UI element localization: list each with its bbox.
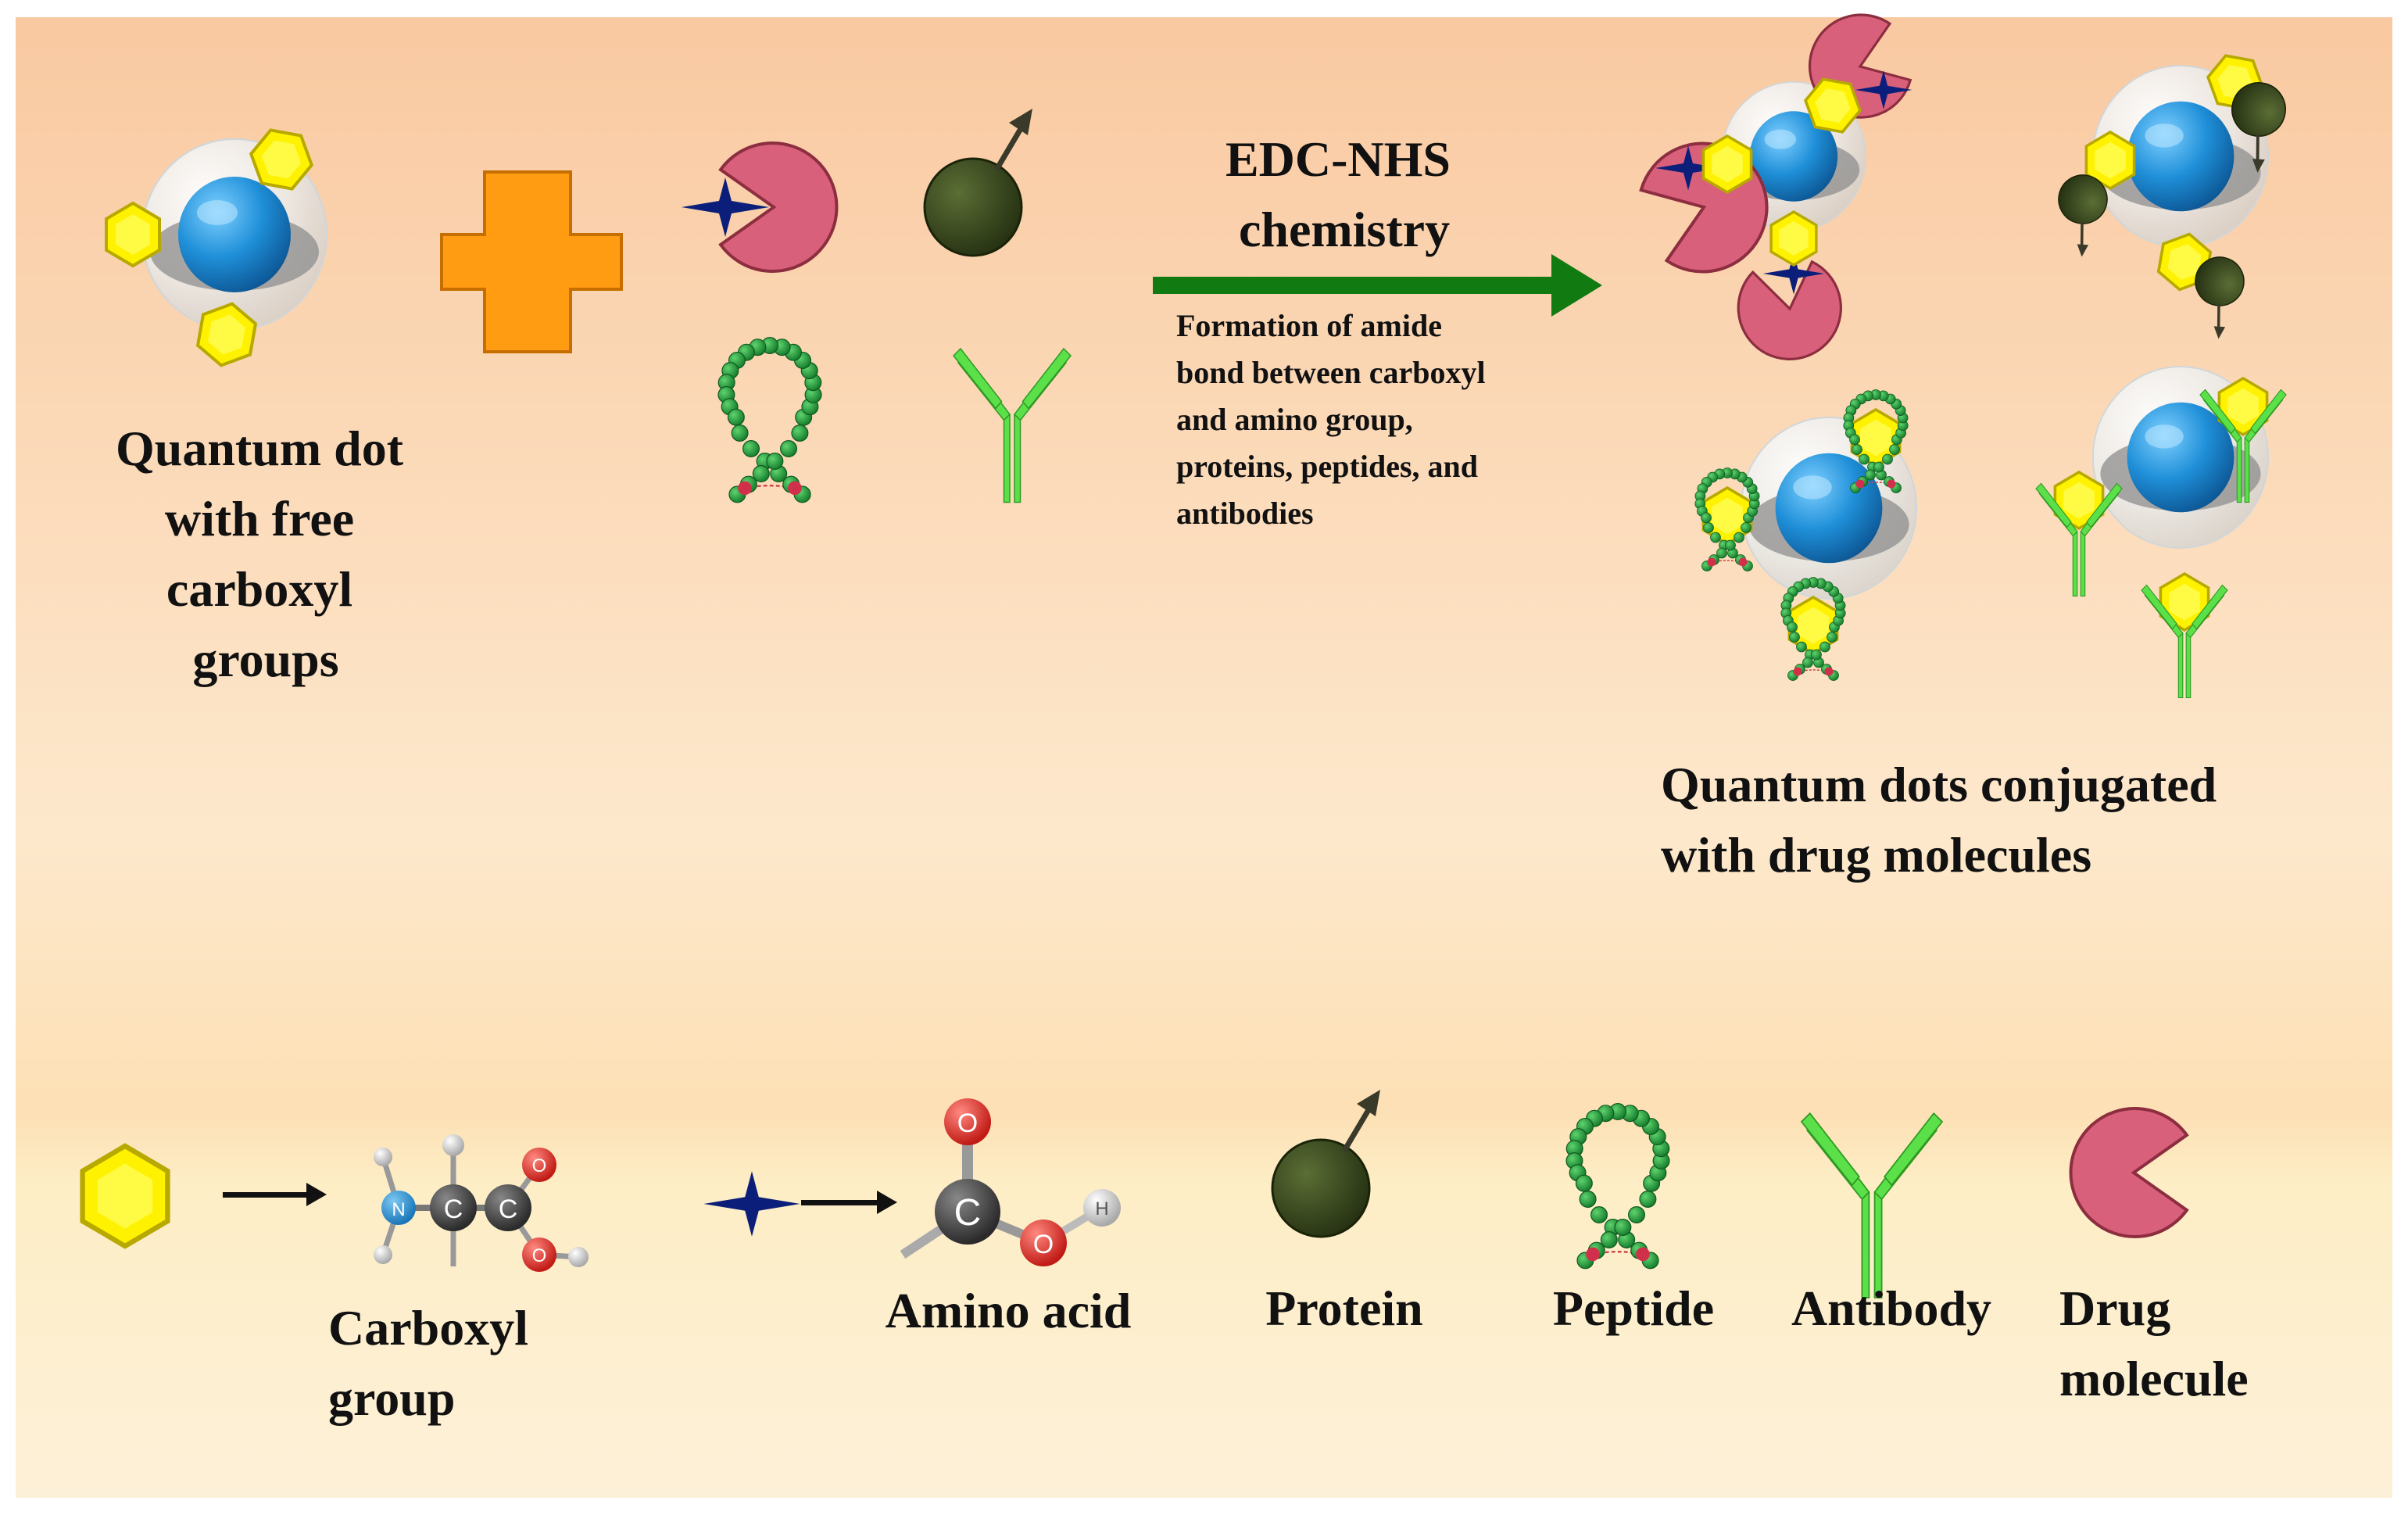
svg-text:O: O — [532, 1155, 547, 1177]
reaction-arrow — [1153, 254, 1602, 317]
antibody-shape — [952, 347, 1072, 503]
legend-arrow-carboxyl — [223, 1183, 327, 1206]
svg-text:H: H — [1095, 1198, 1108, 1220]
peptide-shape — [1565, 1102, 1670, 1270]
antibody-shape — [2141, 584, 2228, 699]
peptide-shape — [1780, 577, 1846, 681]
svg-text:O: O — [532, 1245, 547, 1266]
legend-hexagon-icon — [83, 1146, 168, 1246]
svg-text:O: O — [957, 1108, 978, 1138]
peptide-shape — [717, 336, 822, 503]
antibody-shape — [2199, 389, 2287, 503]
legend-drug-label: Drug molecule — [2059, 1280, 2249, 1406]
diagram-background — [16, 17, 2392, 1498]
legend-protein-label: Protein — [1265, 1280, 1422, 1336]
reaction-note: Formation of amide bond between carboxyl… — [1176, 308, 1494, 531]
legend-antibody-label: Antibody — [1791, 1280, 1991, 1336]
peptide-shape — [1843, 389, 1909, 493]
legend-carboxyl-label: Carboxyl group — [328, 1300, 541, 1426]
legend-peptide-icon — [1565, 1102, 1670, 1270]
legend-antibody-icon — [1800, 1112, 1944, 1298]
legend-arrow-amino — [801, 1191, 897, 1214]
product-qd-antibody — [2035, 366, 2287, 699]
svg-text:C: C — [954, 1192, 982, 1234]
amino-acid-molecule: O C O H — [900, 1098, 1121, 1266]
reaction-title: EDC-NHS chemistry — [1225, 131, 1463, 257]
plus-icon — [440, 170, 623, 353]
svg-text:O: O — [1033, 1230, 1054, 1259]
peptide-shape — [1694, 467, 1760, 571]
svg-text:C: C — [444, 1194, 463, 1224]
legend-peptide-label: Peptide — [1553, 1280, 1714, 1336]
qd-free-label: Quantum dot with free carboxyl groups — [116, 421, 416, 687]
conjugated-label: Quantum dots conjugated with drug molecu… — [1661, 757, 2229, 883]
product-qd-peptide — [1694, 389, 1918, 681]
antibody-shape — [2035, 482, 2123, 597]
antibody-shape — [1800, 1112, 1944, 1298]
svg-text:N: N — [392, 1199, 405, 1220]
legend-amino-acid-label: Amino acid — [886, 1283, 1132, 1338]
carboxyl-group-molecule: N C C O O — [374, 1134, 589, 1272]
svg-text:C: C — [499, 1194, 518, 1224]
reactant-peptide — [717, 336, 822, 503]
reactant-antibody — [952, 347, 1072, 503]
